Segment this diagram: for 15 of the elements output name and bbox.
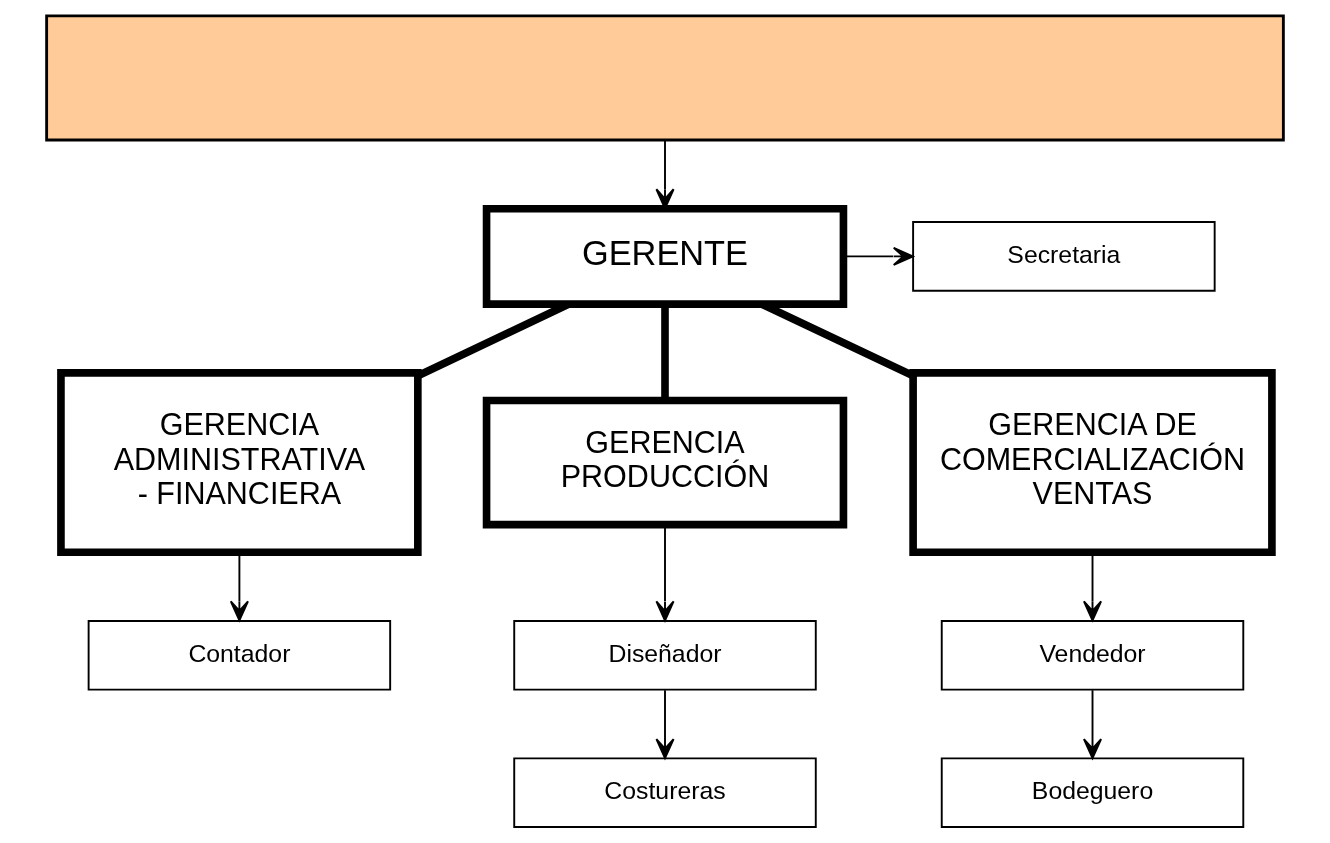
connector [416, 300, 571, 379]
node-box: GERENCIA PRODUCCIÓN [482, 396, 848, 529]
node-box [45, 14, 1285, 142]
node-box: Secretaria [912, 221, 1216, 292]
arrow [1082, 689, 1103, 760]
node-box: Contador [87, 620, 392, 691]
node-box: GERENCIA ADMINISTRATIVA - FINANCIERA [57, 369, 422, 557]
node-box: Bodeguero [940, 757, 1245, 828]
arrow [655, 689, 675, 760]
node-box: GERENTE [482, 204, 848, 308]
node-box: Vendedor [940, 620, 1245, 691]
node-box: Diseñador [513, 620, 817, 691]
node-box: Costureras [513, 757, 817, 828]
node-box: GERENCIA DE COMERCIALIZACIÓN VENTAS [909, 369, 1276, 557]
connector [760, 300, 915, 379]
